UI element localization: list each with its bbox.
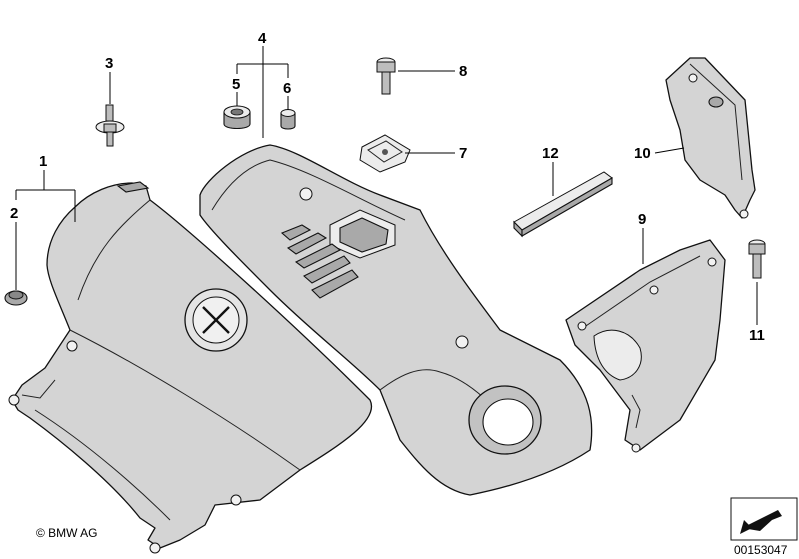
callout-labels: 1 2 3 4 5 6 7 8 9 10 11 12 bbox=[10, 30, 765, 344]
callout-3: 3 bbox=[105, 55, 113, 72]
part-1-left-cover[interactable] bbox=[8, 181, 373, 554]
callout-12: 12 bbox=[542, 145, 559, 162]
callout-2: 2 bbox=[10, 205, 18, 222]
callout-4: 4 bbox=[258, 30, 267, 47]
callout-8: 8 bbox=[459, 63, 467, 80]
callout-5: 5 bbox=[232, 76, 240, 93]
callout-7: 7 bbox=[459, 145, 467, 162]
part-7-clip-nut[interactable] bbox=[359, 134, 411, 173]
part-10-bracket[interactable] bbox=[665, 57, 756, 219]
part-12-seal-strip[interactable] bbox=[513, 171, 613, 238]
roundel-logo-icon bbox=[184, 288, 248, 352]
part-3-bolt-with-washer[interactable] bbox=[95, 104, 125, 147]
part-9-bracket[interactable] bbox=[565, 239, 726, 453]
callout-11: 11 bbox=[749, 327, 765, 344]
diagram-number: 00153047 bbox=[734, 543, 788, 557]
arrow-icon[interactable] bbox=[730, 497, 798, 541]
callout-6: 6 bbox=[283, 80, 291, 97]
part-5-rubber-mount[interactable] bbox=[223, 105, 251, 130]
leader-lines bbox=[15, 46, 758, 325]
callout-10: 10 bbox=[634, 145, 651, 162]
part-4-right-cover[interactable] bbox=[199, 144, 593, 496]
part-11-bolt[interactable] bbox=[748, 239, 766, 279]
copyright-text: © BMW AG bbox=[36, 526, 98, 540]
callout-1: 1 bbox=[39, 153, 47, 170]
callout-9: 9 bbox=[638, 211, 646, 228]
part-8-bolt[interactable] bbox=[376, 57, 396, 95]
part-2-grommet[interactable] bbox=[4, 290, 28, 306]
part-6-sleeve[interactable] bbox=[280, 109, 296, 130]
